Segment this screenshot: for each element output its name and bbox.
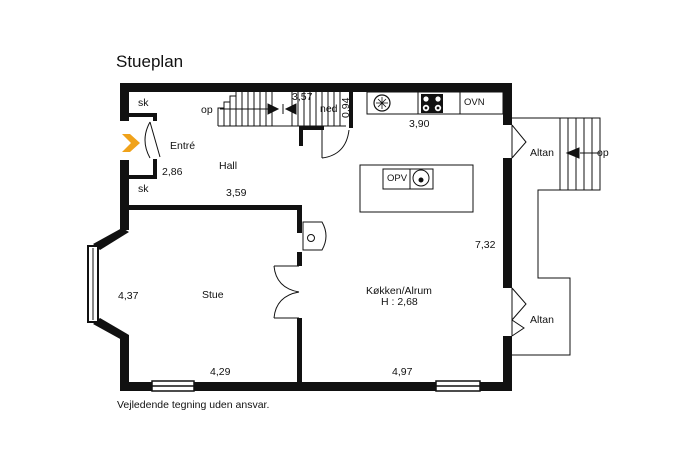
altan-stair-up-label: op (597, 147, 609, 159)
entry-door (144, 121, 161, 159)
disclaimer: Vejledende tegning uden ansvar. (117, 399, 270, 411)
dim-stue-height: 4,37 (118, 290, 139, 302)
dim-entre-height: 2,86 (162, 166, 183, 178)
room-label-entre: Entré (170, 140, 196, 152)
stair-down-label: ned (320, 103, 338, 115)
room-label-altan-top: Altan (530, 147, 554, 159)
interior-stair (217, 92, 346, 127)
dim-hall-width: 3,59 (226, 187, 247, 199)
hall-door (321, 129, 350, 159)
dim-stair-width: 3,57 (292, 91, 313, 103)
room-label-altan-bottom: Altan (530, 314, 554, 326)
dim-kitchen-top: 3,90 (409, 118, 430, 130)
stue-doors (273, 265, 300, 319)
dim-kitchen-height: 7,32 (475, 239, 496, 251)
basin-icon (302, 221, 327, 251)
kitchen-counter (366, 91, 504, 115)
closet-label-bottom: sk (138, 183, 149, 195)
dim-kitchen-width: 4,97 (392, 366, 413, 378)
interior-walls (129, 92, 353, 386)
dim-stair-depth: 0,94 (340, 97, 352, 118)
room-label-kitchen: Køkken/Alrum (366, 285, 432, 297)
dim-stue-width: 4,29 (210, 366, 231, 378)
closet-label-top: sk (138, 97, 149, 109)
bay-window (87, 228, 129, 340)
dishwasher-label: OPV (387, 173, 408, 184)
entry-arrow-icon (122, 134, 140, 152)
sink-icon (373, 94, 391, 112)
kitchen-island (359, 164, 474, 213)
balcony-stair (559, 117, 601, 191)
ceiling-height: H : 2,68 (381, 296, 418, 308)
cooktop-icon (421, 94, 443, 113)
oven-label: OVN (464, 97, 485, 108)
room-label-stue: Stue (202, 289, 224, 301)
stair-up-label: op (201, 104, 213, 116)
balcony-doors (511, 124, 527, 337)
exterior-walls (120, 83, 512, 391)
page-title: Stueplan (116, 52, 184, 71)
room-label-hall: Hall (219, 160, 238, 172)
bottom-windows (151, 380, 481, 392)
